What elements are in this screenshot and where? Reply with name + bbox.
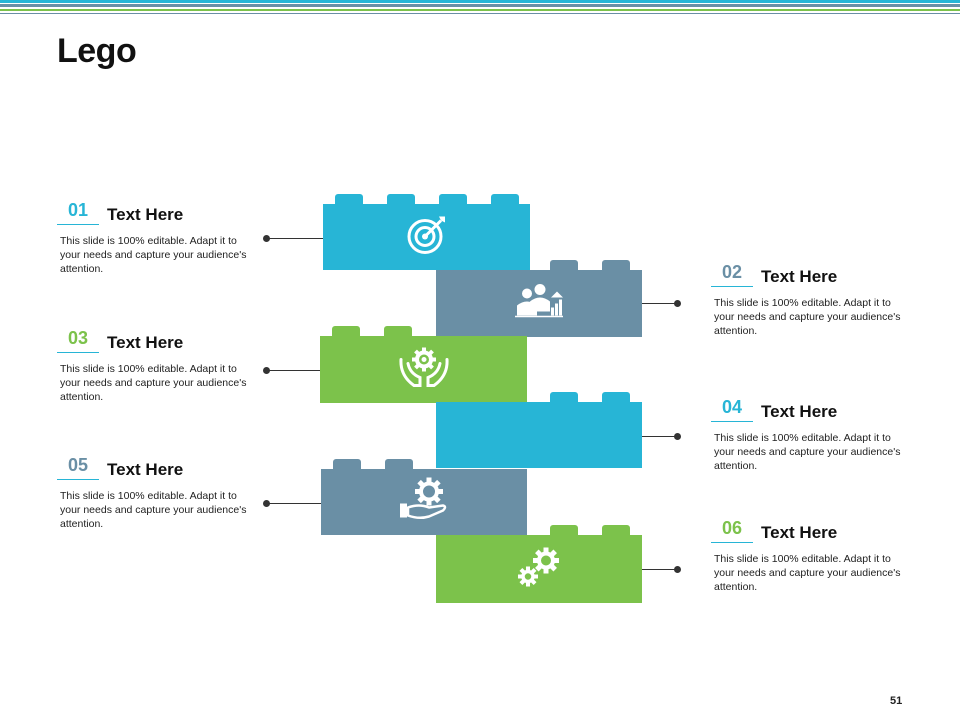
target-icon bbox=[405, 213, 449, 262]
lego-brick-4 bbox=[436, 392, 642, 468]
hand-gear-icon bbox=[399, 477, 449, 527]
item-description: This slide is 100% editable. Adapt it to… bbox=[714, 297, 901, 337]
page-number: 51 bbox=[890, 695, 903, 707]
item-heading: Text Here bbox=[107, 333, 184, 352]
hands-gear-icon bbox=[398, 345, 450, 394]
item-heading: Text Here bbox=[761, 523, 838, 542]
item-heading: Text Here bbox=[107, 460, 184, 479]
number-underline bbox=[57, 224, 99, 225]
connector-dot-2 bbox=[674, 300, 681, 307]
item-description: This slide is 100% editable. Adapt it to… bbox=[60, 363, 247, 403]
item-description: This slide is 100% editable. Adapt it to… bbox=[714, 553, 901, 593]
lego-brick-5 bbox=[321, 459, 527, 535]
team-growth-icon bbox=[513, 283, 565, 324]
number-underline bbox=[57, 352, 99, 353]
number-underline bbox=[711, 542, 753, 543]
connector-line-6 bbox=[642, 569, 677, 570]
connector-line-5 bbox=[266, 503, 321, 504]
connector-line-2 bbox=[642, 303, 677, 304]
item-description: This slide is 100% editable. Adapt it to… bbox=[60, 490, 247, 530]
top-decorative-stripes bbox=[0, 0, 960, 16]
item-number: 06 bbox=[721, 518, 743, 538]
gears-icon bbox=[514, 545, 564, 594]
connector-line-4 bbox=[642, 436, 677, 437]
connector-line-3 bbox=[266, 370, 320, 371]
item-number: 03 bbox=[67, 328, 89, 348]
item-heading: Text Here bbox=[761, 402, 838, 421]
number-underline bbox=[57, 479, 99, 480]
connector-dot-4 bbox=[674, 433, 681, 440]
lego-brick-2 bbox=[436, 260, 642, 337]
item-heading: Text Here bbox=[107, 205, 184, 224]
lego-brick-3 bbox=[320, 326, 527, 403]
item-heading: Text Here bbox=[761, 267, 838, 286]
item-number: 05 bbox=[67, 455, 89, 475]
connector-line-1 bbox=[266, 238, 323, 239]
page-title: Lego bbox=[57, 32, 137, 70]
lego-brick-1 bbox=[323, 194, 530, 270]
connector-dot-6 bbox=[674, 566, 681, 573]
number-underline bbox=[711, 286, 753, 287]
item-description: This slide is 100% editable. Adapt it to… bbox=[60, 235, 247, 275]
item-number: 04 bbox=[721, 397, 743, 417]
lego-brick-6 bbox=[436, 525, 642, 603]
item-description: This slide is 100% editable. Adapt it to… bbox=[714, 432, 901, 472]
item-number: 02 bbox=[721, 262, 743, 282]
number-underline bbox=[711, 421, 753, 422]
item-number: 01 bbox=[67, 200, 89, 220]
